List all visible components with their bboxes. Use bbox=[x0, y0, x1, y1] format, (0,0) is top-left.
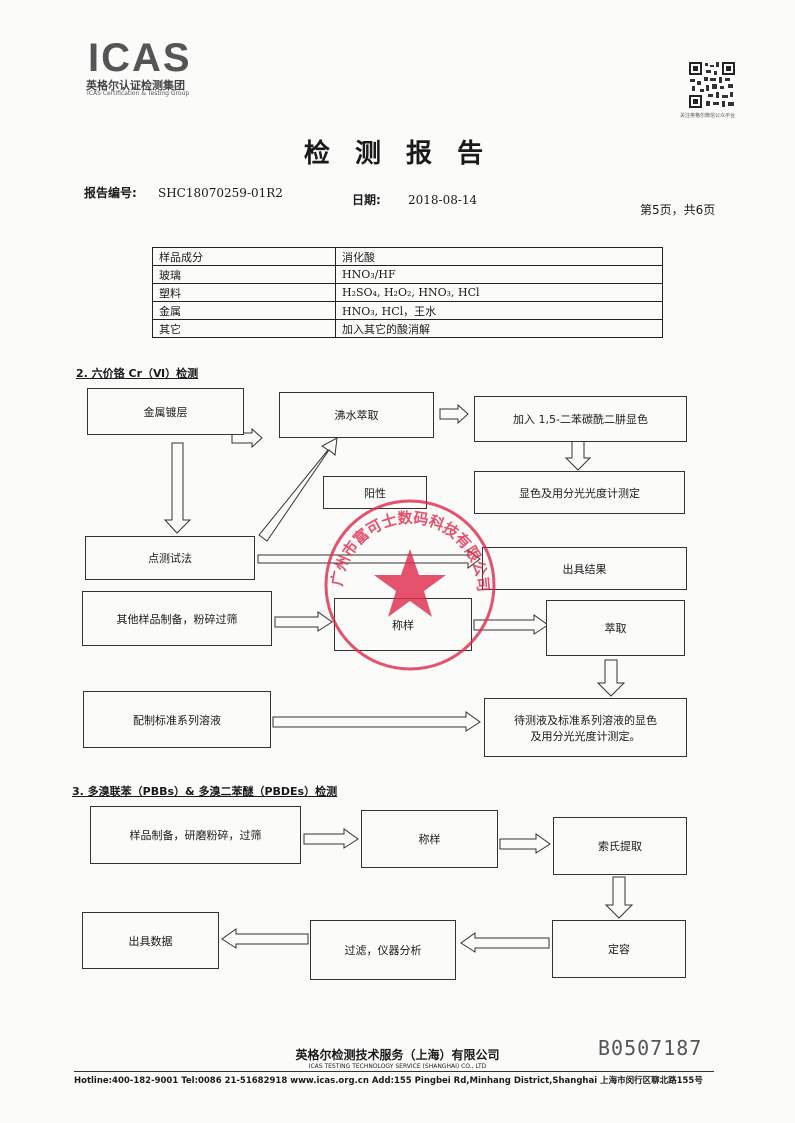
logo-cn-text: 英格尔认证检测集团 bbox=[86, 79, 185, 92]
measure-line-1: 待测液及标准系列溶液的显色 bbox=[514, 713, 657, 727]
box-soxhlet-extraction: 索氏提取 bbox=[553, 817, 687, 875]
box-measure: 待测液及标准系列溶液的显色 及用分光光度计测定。 bbox=[484, 698, 687, 757]
section3-title: 3. 多溴联苯（PBBs）& 多溴二苯醚（PBDEs）检测 bbox=[72, 785, 338, 798]
arrow-down-icon bbox=[564, 440, 592, 471]
qr-code-icon bbox=[688, 61, 736, 109]
box-other-sample-prep: 其他样品制备，粉碎过筛 bbox=[82, 591, 272, 646]
table-cell: 加入其它的酸消解 bbox=[335, 319, 663, 338]
box-sample-prep: 样品制备，研磨粉碎，过筛 bbox=[90, 806, 301, 864]
arrow-right-icon bbox=[499, 833, 551, 854]
qr-caption: 关注英格尔微信公众平台 bbox=[680, 113, 736, 119]
box-weigh-sample: 称样 bbox=[361, 810, 498, 868]
arrow-right-icon bbox=[272, 711, 481, 732]
arrow-diagonal-icon bbox=[258, 437, 338, 542]
box-color-measure: 显色及用分光光度计测定 bbox=[474, 471, 685, 514]
date-label: 日期: bbox=[352, 193, 381, 207]
arrow-right-icon bbox=[257, 549, 481, 569]
footer-company-en: ICAS TESTING TECHNOLOGY SERVICE (SHANGHA… bbox=[308, 1063, 487, 1070]
box-result: 出具结果 bbox=[482, 547, 687, 590]
arrow-down-icon bbox=[596, 659, 626, 697]
icas-logo: ICAS bbox=[88, 36, 192, 80]
date-value: 2018-08-14 bbox=[408, 193, 478, 207]
box-constant-volume: 定容 bbox=[552, 920, 686, 978]
box-positive: 阳性 bbox=[323, 476, 427, 509]
page-info: 第5页，共6页 bbox=[640, 203, 716, 217]
box-standard-solution: 配制标准系列溶液 bbox=[83, 691, 271, 748]
arrow-down-icon bbox=[604, 876, 634, 919]
measure-line-2: 及用分光光度计测定。 bbox=[530, 729, 641, 743]
arrow-right-icon bbox=[473, 614, 549, 635]
page-title: 检 测 报 告 bbox=[303, 139, 492, 169]
footer-company-cn: 英格尔检测技术服务（上海）有限公司 bbox=[295, 1048, 500, 1062]
arrow-right-icon bbox=[439, 403, 469, 425]
table-cell: 其它 bbox=[152, 319, 336, 338]
logo-en-text: ICAS Certification & Testing Group bbox=[87, 90, 190, 97]
box-boiling-water-extraction: 沸水萃取 bbox=[279, 392, 434, 438]
report-no-label: 报告编号: bbox=[84, 186, 137, 200]
box-metal-plating: 金属镀层 bbox=[87, 388, 244, 435]
report-serial-number: B0507187 bbox=[598, 1036, 703, 1060]
box-filter-analysis: 过滤，仪器分析 bbox=[310, 920, 456, 980]
report-no-value: SHC18070259-01R2 bbox=[158, 186, 283, 200]
table-cell: HNO₃/HF bbox=[335, 265, 663, 284]
box-add-reagent: 加入 1,5-二苯碳酰二肼显色 bbox=[474, 396, 687, 442]
arrow-right-icon bbox=[303, 828, 359, 849]
company-seal-stamp: 广州市富可士数码科技有限公司 bbox=[324, 499, 496, 671]
box-spot-test: 点测试法 bbox=[85, 536, 255, 580]
table-row: 其它加入其它的酸消解 bbox=[152, 319, 663, 338]
arrow-left-icon bbox=[460, 932, 550, 953]
section2-title: 2. 六价铬 Cr（Ⅵ）检测 bbox=[76, 367, 199, 380]
box-output-data: 出具数据 bbox=[82, 912, 219, 969]
box-extract: 萃取 bbox=[546, 600, 685, 656]
arrow-down-icon bbox=[163, 442, 192, 534]
arrow-left-icon bbox=[221, 928, 309, 949]
arrow-right-icon bbox=[274, 611, 333, 632]
footer-contact: Hotline:400-182-9001 Tel:0086 21-5168291… bbox=[74, 1076, 703, 1086]
footer-divider bbox=[74, 1071, 714, 1072]
table-cell: H₂SO₄, H₂O₂, HNO₃, HCl bbox=[335, 283, 663, 302]
